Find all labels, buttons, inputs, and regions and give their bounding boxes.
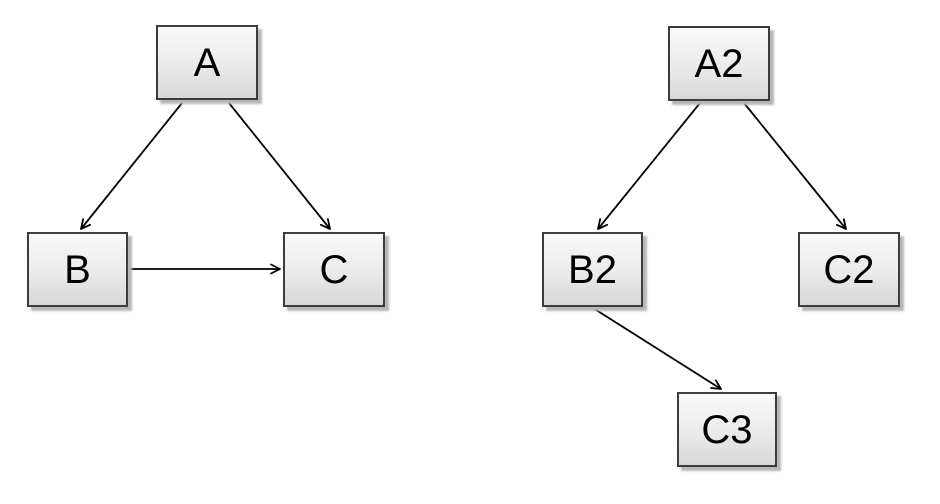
edge-A2-to-B2	[597, 102, 701, 230]
edge-A-to-C	[228, 102, 331, 230]
node-C3-label: C3	[701, 407, 753, 452]
edge-B2-to-C3	[592, 307, 722, 390]
node-B2[interactable]: B2	[542, 232, 643, 307]
node-A-label: A	[193, 40, 221, 85]
node-B[interactable]: B	[27, 232, 128, 307]
node-C3[interactable]: C3	[677, 392, 777, 467]
node-A[interactable]: A	[156, 25, 258, 100]
node-B-label: B	[64, 247, 91, 292]
edge-A2-to-C2	[743, 102, 847, 230]
node-B2-label: B2	[568, 247, 617, 292]
node-C-label: C	[319, 247, 349, 292]
edge-A-to-B	[80, 102, 183, 230]
node-A2-label: A2	[694, 41, 744, 86]
node-C2-label: C2	[823, 247, 875, 292]
node-A2[interactable]: A2	[668, 26, 770, 101]
node-C[interactable]: C	[283, 232, 385, 307]
node-C2[interactable]: C2	[798, 232, 900, 307]
